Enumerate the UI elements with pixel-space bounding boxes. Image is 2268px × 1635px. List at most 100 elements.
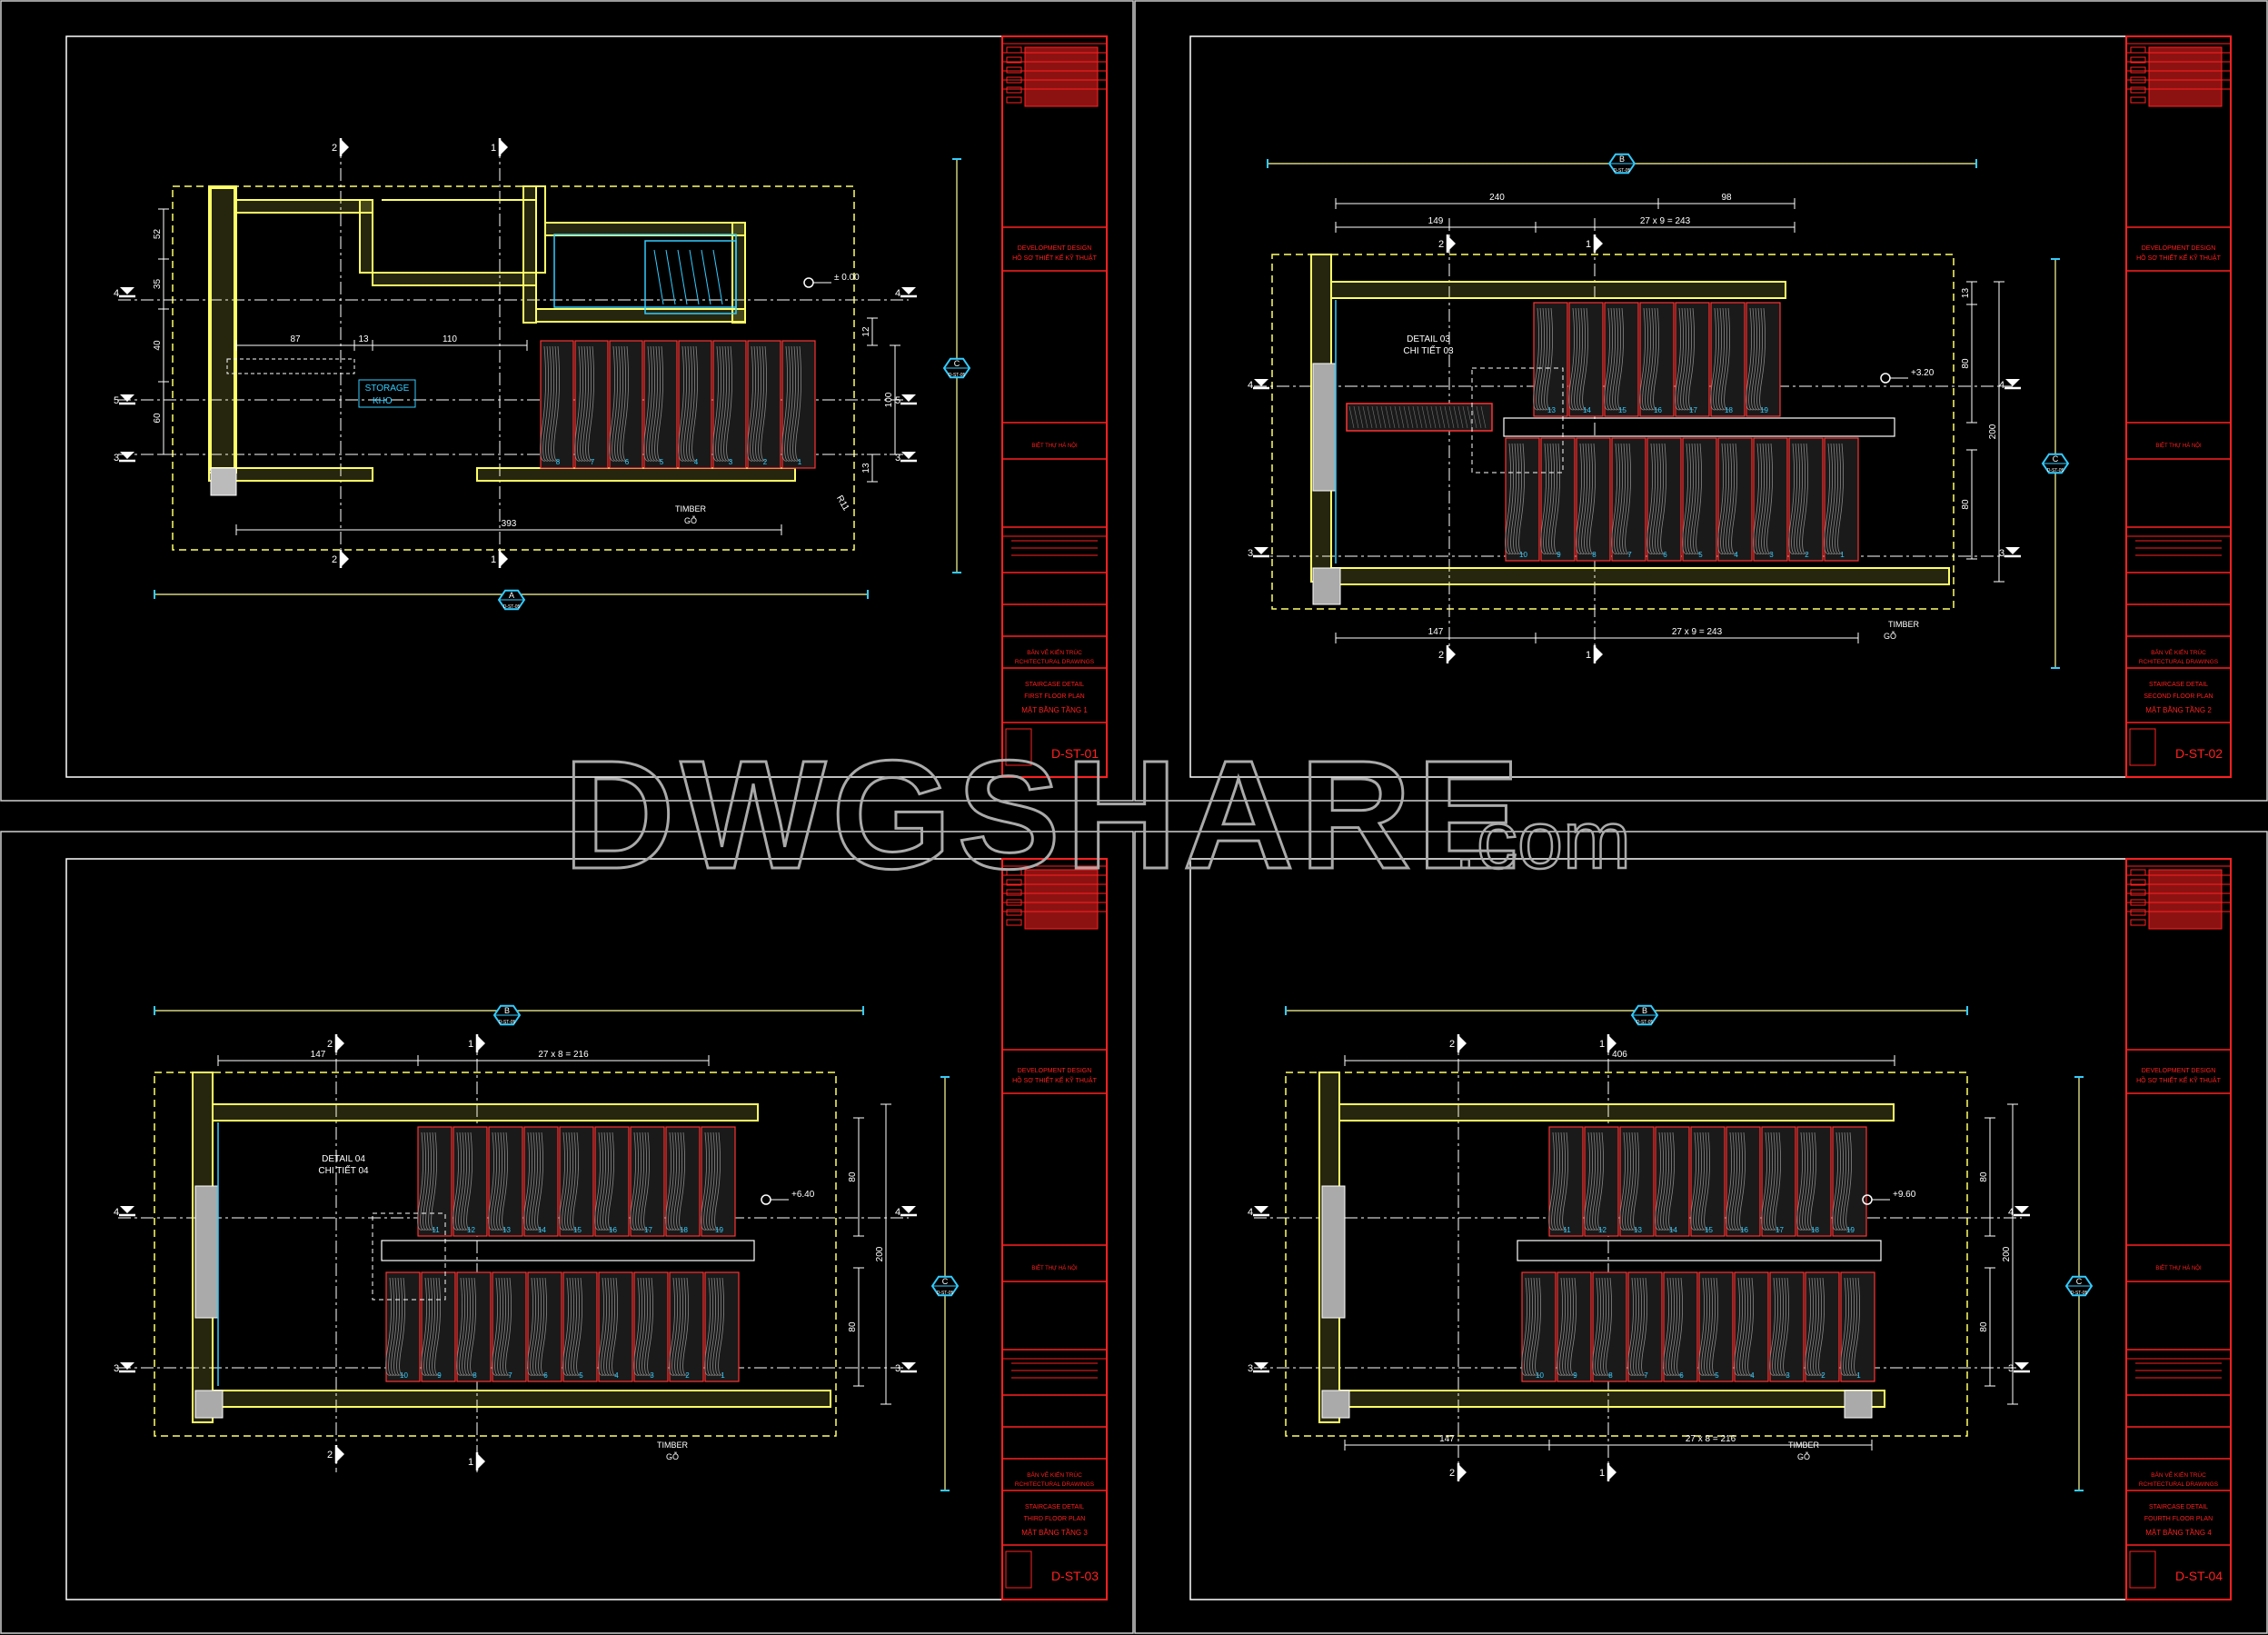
stair-tread bbox=[1568, 302, 1604, 417]
tread-hatch bbox=[1633, 1132, 1639, 1231]
tread-hatch bbox=[541, 1277, 547, 1376]
step-number: 14 bbox=[538, 1226, 546, 1234]
tread-hatch bbox=[1668, 1132, 1675, 1231]
grid-label: 3 bbox=[2008, 1363, 2014, 1374]
tread-hatch bbox=[600, 1132, 606, 1231]
tread-hatch bbox=[1706, 1277, 1713, 1376]
dim-label: 80 bbox=[1979, 1171, 1989, 1182]
tread-hatch bbox=[1657, 1132, 1664, 1231]
tb-logo-cell bbox=[2130, 96, 2146, 104]
tread-hatch bbox=[750, 345, 756, 462]
tread-hatch bbox=[1617, 307, 1624, 411]
tread-hatch bbox=[1587, 1132, 1593, 1231]
stair-tread bbox=[540, 340, 574, 469]
tb-title-en-2: FOURTH FLOOR PLAN bbox=[2144, 1516, 2213, 1522]
tread-hatch bbox=[1666, 1132, 1672, 1231]
tread-hatch bbox=[1734, 1132, 1740, 1231]
tread-hatch bbox=[1565, 1277, 1571, 1376]
tread-hatch bbox=[572, 1132, 579, 1231]
tread-hatch bbox=[573, 1277, 580, 1376]
tread-hatch bbox=[458, 1132, 464, 1231]
tread-hatch bbox=[602, 1132, 609, 1231]
tread-hatch bbox=[1696, 443, 1702, 554]
stair-tread bbox=[453, 1126, 488, 1237]
step-number: 16 bbox=[1654, 406, 1662, 414]
tb-title-en-2: SECOND FLOOR PLAN bbox=[2144, 693, 2213, 700]
landing-hatch bbox=[1367, 405, 1373, 429]
step-number: 2 bbox=[1821, 1371, 1825, 1380]
landing-hatch bbox=[1467, 405, 1473, 429]
step-number: 1 bbox=[1856, 1371, 1861, 1380]
tread-hatch bbox=[502, 1277, 509, 1376]
stair-tread bbox=[1655, 1126, 1690, 1237]
tread-hatch bbox=[1799, 443, 1805, 554]
tread-hatch bbox=[1625, 443, 1631, 554]
grid-label: 3 bbox=[114, 1363, 119, 1374]
landing-hatch bbox=[1462, 405, 1468, 429]
material-label-en: TIMBER bbox=[675, 504, 707, 513]
tb-logo-block bbox=[2148, 46, 2223, 107]
tread-hatch bbox=[580, 345, 586, 462]
tread-hatch bbox=[605, 1132, 612, 1231]
tread-hatch bbox=[671, 1277, 678, 1376]
column-bottom bbox=[194, 1390, 224, 1419]
tread-hatch bbox=[612, 345, 618, 462]
stair-tread bbox=[1840, 1271, 1875, 1382]
tread-hatch bbox=[1731, 1132, 1737, 1231]
marker-letter: B bbox=[1619, 155, 1625, 164]
tread-hatch bbox=[1579, 307, 1586, 411]
grid-label: 3 bbox=[1248, 548, 1253, 559]
tread-hatch bbox=[636, 1277, 642, 1376]
tread-hatch bbox=[434, 1277, 441, 1376]
tread-hatch bbox=[1510, 443, 1517, 554]
tread-hatch bbox=[1759, 307, 1766, 411]
tread-hatch bbox=[500, 1277, 506, 1376]
dim-label: 27 x 9 = 243 bbox=[1672, 627, 1723, 637]
tread-hatch bbox=[491, 1132, 497, 1231]
tread-hatch bbox=[1747, 1277, 1754, 1376]
tread-hatch bbox=[1745, 1277, 1751, 1376]
grid-label: 2 bbox=[1449, 1468, 1455, 1479]
tread-hatch bbox=[1584, 443, 1590, 554]
tread-hatch bbox=[1663, 1277, 1669, 1376]
handrail bbox=[381, 1240, 755, 1261]
tread-hatch bbox=[1557, 1132, 1563, 1231]
wall-bottom bbox=[1330, 567, 1950, 585]
grid-label: 2 bbox=[332, 554, 337, 565]
landing-hatch bbox=[1353, 405, 1359, 429]
step-number: 10 bbox=[1519, 551, 1527, 559]
tread-hatch bbox=[1666, 1277, 1672, 1376]
tread-hatch bbox=[1663, 1132, 1669, 1231]
stair-tread bbox=[704, 1271, 740, 1382]
tread-hatch bbox=[1810, 1132, 1816, 1231]
tread-hatch bbox=[391, 1277, 397, 1376]
stair-tread bbox=[559, 1126, 594, 1237]
dim-label: 80 bbox=[1979, 1321, 1989, 1332]
grid-label: 3 bbox=[895, 453, 900, 464]
tread-hatch bbox=[1824, 443, 1830, 554]
step-number: 3 bbox=[1786, 1371, 1790, 1380]
tread-hatch bbox=[1796, 443, 1803, 554]
dim-label: 149 bbox=[1428, 216, 1444, 226]
grid-marker-4-right bbox=[2005, 379, 2020, 386]
grid-label: 4 bbox=[114, 1207, 119, 1218]
tread-hatch bbox=[582, 345, 589, 462]
tread-hatch bbox=[790, 345, 796, 462]
tread-hatch bbox=[1840, 1277, 1846, 1376]
tread-hatch bbox=[641, 1132, 647, 1231]
stair-tread bbox=[1726, 1126, 1761, 1237]
grid-marker-3-left bbox=[120, 452, 134, 459]
tread-hatch bbox=[1650, 307, 1656, 411]
grid-marker-2-top bbox=[1448, 236, 1456, 251]
tread-hatch bbox=[1753, 443, 1759, 554]
stair-tread bbox=[1805, 1271, 1840, 1382]
tread-hatch bbox=[712, 345, 719, 462]
tread-hatch bbox=[1622, 1132, 1628, 1231]
tread-hatch bbox=[562, 1277, 569, 1376]
grid-label: 3 bbox=[1999, 548, 2004, 559]
tread-hatch bbox=[1690, 443, 1696, 554]
page-frame-2 bbox=[1134, 0, 2268, 802]
grid-marker-1-top bbox=[1596, 236, 1603, 251]
grid-label: 1 bbox=[1599, 1039, 1605, 1050]
